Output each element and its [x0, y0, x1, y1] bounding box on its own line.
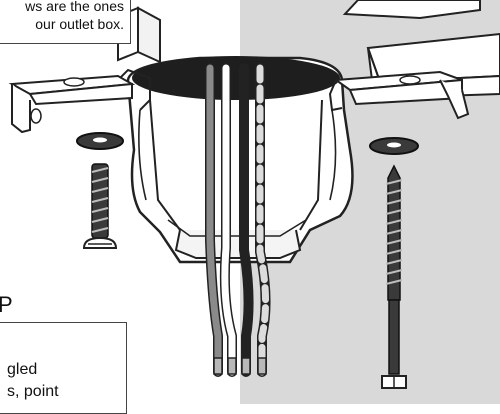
- mounting-bracket-left: [8, 68, 151, 134]
- tip-heading: P: [0, 292, 13, 317]
- callout-top-line2: our outlet box.: [35, 16, 124, 32]
- callout-top-line1: ws are the ones: [25, 0, 124, 14]
- tip-line2: s, point: [7, 383, 59, 400]
- callout-top: ws are the ones our outlet box.: [0, 0, 131, 44]
- washer-icon-right: [369, 137, 419, 155]
- mounting-bracket-right: [328, 70, 470, 120]
- wood-screw-icon: [381, 164, 407, 389]
- wire-ends: [213, 357, 267, 375]
- tip-line1: gled: [7, 361, 38, 378]
- installation-diagram: [8, 0, 500, 404]
- wire-black: [239, 63, 254, 377]
- washer-icon: [76, 132, 124, 150]
- tip-callout: gled s, point: [0, 322, 127, 414]
- machine-screw-icon: [82, 163, 118, 249]
- wire-bundle: [205, 63, 271, 377]
